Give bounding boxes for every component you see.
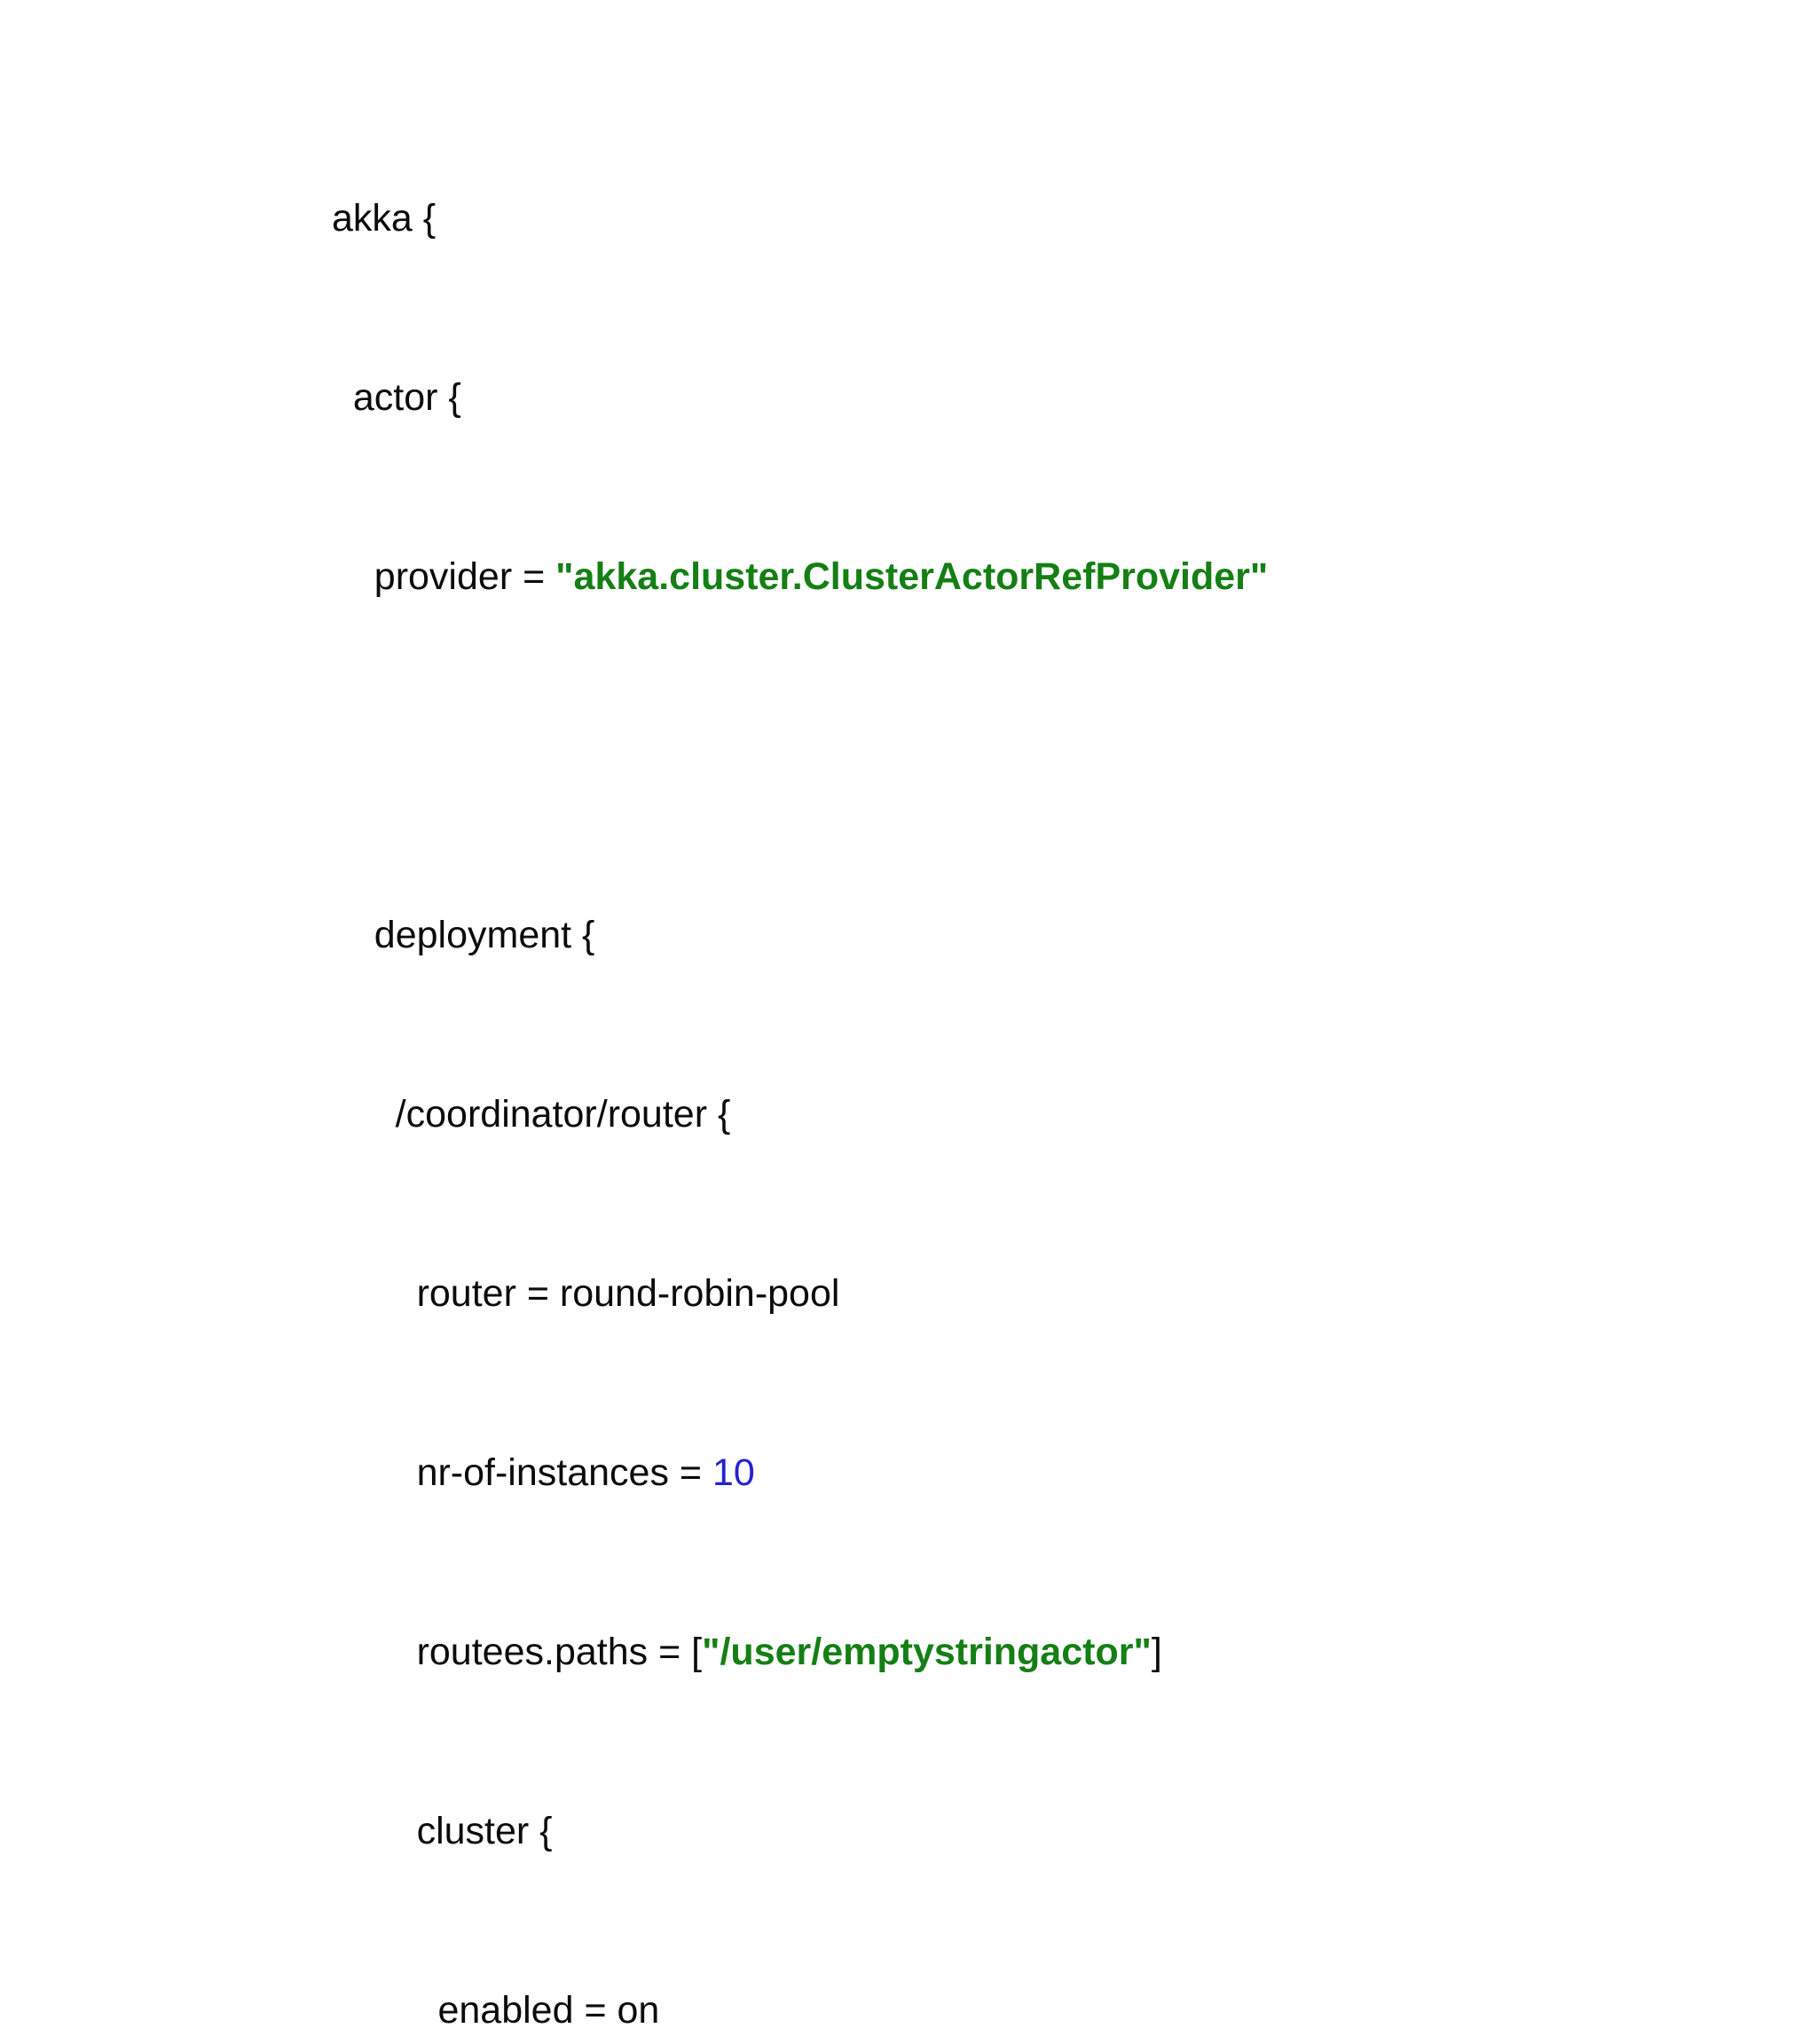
- code-line-coordinator-router-open: /coordinator/router {: [332, 1090, 1268, 1139]
- code-text: provider =: [332, 555, 556, 598]
- code-text: nr-of-instances =: [332, 1451, 712, 1494]
- code-line-nr-of-instances: nr-of-instances = 10: [332, 1449, 1268, 1498]
- number-literal-instances: 10: [712, 1451, 755, 1494]
- code-line-provider: provider = "akka.cluster.ClusterActorRef…: [332, 553, 1269, 601]
- code-text: routees.paths = [: [332, 1631, 703, 1673]
- code-line-cluster-open: cluster {: [332, 1807, 1268, 1856]
- code-text: akka {: [332, 197, 437, 240]
- code-line-blank: [332, 732, 1268, 781]
- string-literal-provider: "akka.cluster.ClusterActorRefProvider": [555, 555, 1269, 598]
- code-line-router: router = round-robin-pool: [332, 1270, 1268, 1318]
- code-text: actor {: [332, 376, 461, 419]
- code-line-routees-paths: routees.paths = ["/user/emptystringactor…: [332, 1628, 1268, 1677]
- code-line-enabled: enabled = on: [332, 1986, 1268, 2035]
- code-line-deployment-open: deployment {: [332, 911, 1268, 960]
- code-line-actor-open: actor {: [332, 373, 1268, 422]
- slide-background: akka { actor { provider = "akka.cluster.…: [332, 197, 1269, 2032]
- code-text: ]: [1151, 1631, 1162, 1673]
- code-text: enabled = on: [332, 1989, 660, 2032]
- code-line-akka-open: akka {: [332, 194, 1268, 243]
- code-text: router = round-robin-pool: [332, 1272, 840, 1315]
- code-block: akka { actor { provider = "akka.cluster.…: [332, 64, 1268, 2044]
- code-text: deployment {: [332, 914, 595, 956]
- code-text: cluster {: [332, 1810, 553, 1852]
- string-literal-routees-path: "/user/emptystringactor": [702, 1631, 1152, 1673]
- code-text: /coordinator/router {: [332, 1093, 731, 1136]
